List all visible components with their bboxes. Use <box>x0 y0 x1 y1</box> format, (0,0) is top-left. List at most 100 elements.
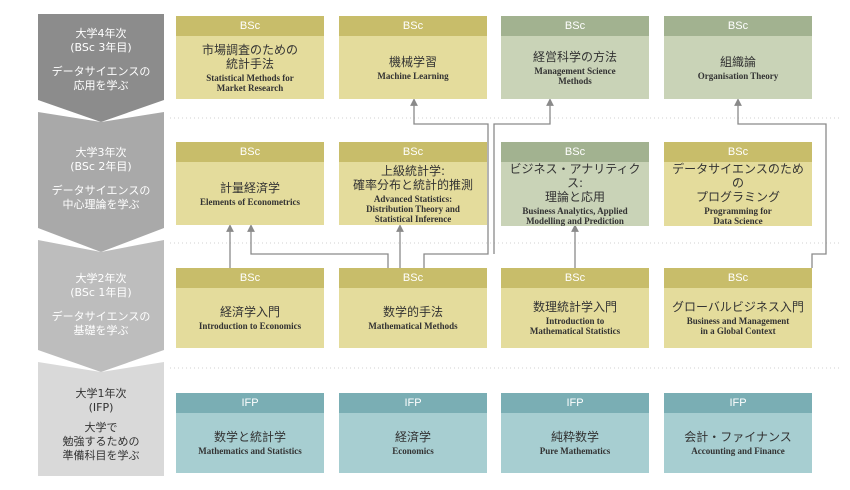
course-tag: BSc <box>339 268 487 288</box>
course-title-en-line: Data Science <box>713 216 763 226</box>
course-box-management-science: BSc 経営科学の方法 Management Science Methods <box>501 16 649 99</box>
course-box-organisation-theory: BSc 組織論 Organisation Theory <box>664 16 812 99</box>
course-tag: BSc <box>176 268 324 288</box>
course-title-en-line: Business and Management <box>686 316 790 326</box>
course-box-econometrics: BSc 計量経済学 Elements of Econometrics <box>176 142 324 225</box>
course-tag: BSc <box>501 16 649 36</box>
connector-line <box>734 98 827 268</box>
course-tag: BSc <box>664 142 812 162</box>
course-title-en-line: Management Science <box>534 65 616 76</box>
course-tag: BSc <box>339 16 487 36</box>
year-description: データサイエンスの <box>51 310 151 323</box>
course-tag: IFP <box>501 393 649 413</box>
course-title-en: Economics <box>392 446 434 456</box>
course-title-jp: 経営科学の方法 <box>532 49 617 64</box>
year1-arrow-shape <box>38 362 164 476</box>
course-tag: BSc <box>176 142 324 162</box>
year-description: 基礎を学ぶ <box>73 324 129 337</box>
course-tag: BSc <box>664 16 812 36</box>
year4-label: 大学4年次 (BSc 3年目) データサイエンスの 応用を学ぶ <box>38 14 164 106</box>
course-tag: IFP <box>664 393 812 413</box>
year-description: データサイエンスの <box>51 184 151 197</box>
course-box-economics: IFP 経済学 Economics <box>339 393 487 473</box>
year-level: 大学3年次 <box>75 146 127 159</box>
course-title-en-line: Business Analytics, Applied <box>522 206 628 216</box>
course-title-en: Business Analytics, Applied Modelling an… <box>522 206 627 226</box>
course-title-jp: 機械学習 <box>388 54 437 69</box>
course-title-jp: 会計・ファイナンス <box>684 430 792 444</box>
course-box-business-analytics: BSc ビジネス・アナリティクス: 理論と応用 Business Analyti… <box>501 142 649 226</box>
course-title-en: Management Science Methods <box>534 66 615 86</box>
course-title-jp: 組織論 <box>719 54 756 69</box>
year-program: (IFP) <box>88 401 114 414</box>
course-box-statistical-methods: BSc 市場調査のための 統計手法 Statistical Methods fo… <box>176 16 324 99</box>
course-title-jp: 数学的手法 <box>382 305 443 319</box>
course-title-en: Pure Mathematics <box>539 446 611 456</box>
course-title-en: Mathematics and Statistics <box>198 446 302 456</box>
year-description: 勉強するための <box>62 435 140 448</box>
course-box-pure-mathematics: IFP 純粋数学 Pure Mathematics <box>501 393 649 473</box>
course-box-machine-learning: BSc 機械学習 Machine Learning <box>339 16 487 99</box>
course-tag: IFP <box>339 393 487 413</box>
course-title-en-line: Methods <box>558 75 592 86</box>
course-title-en: Machine Learning <box>377 70 449 81</box>
course-tag: BSc <box>501 142 649 162</box>
course-title-jp: 経済学入門 <box>219 305 280 319</box>
course-title-en: Advanced Statistics: Distribution Theory… <box>366 194 460 224</box>
course-title-en: Business and Management in a Global Cont… <box>687 316 790 336</box>
year-description: 中心理論を学ぶ <box>62 198 140 211</box>
course-title-en: Elements of Econometrics <box>200 196 300 207</box>
course-title-en-line: Statistical Inference <box>374 213 452 224</box>
connector-line <box>493 98 554 254</box>
course-title-jp: 理論と応用 <box>544 190 605 204</box>
course-title-jp: 市場調査のための <box>201 42 298 57</box>
course-tag: BSc <box>501 268 649 288</box>
course-title-en-line: Market Research <box>216 82 284 93</box>
course-title-jp: 数学と統計学 <box>213 430 286 444</box>
connector-line <box>247 224 389 268</box>
course-title-en: Introduction to Mathematical Statistics <box>530 316 620 336</box>
year1-label: 大学1年次 (IFP) 大学で 勉強するための 準備科目を学ぶ <box>38 374 164 476</box>
course-title-en: Statistical Methods for Market Research <box>206 73 294 93</box>
year3-label: 大学3年次 (BSc 2年目) データサイエンスの 中心理論を学ぶ <box>38 124 164 234</box>
year4-arrow-shape <box>38 14 164 122</box>
course-box-global-business: BSc グローバルビジネス入門 Business and Management … <box>664 268 812 348</box>
course-title-en: Introduction to Economics <box>198 321 302 331</box>
course-box-mathematical-statistics: BSc 数理統計学入門 Introduction to Mathematical… <box>501 268 649 348</box>
course-title-jp: 純粋数学 <box>550 430 599 444</box>
course-tag: BSc <box>664 268 812 288</box>
year-program: (BSc 3年目) <box>70 41 132 54</box>
course-title-jp: 計量経済学 <box>219 180 280 195</box>
course-title-jp: 確率分布と統計的推測 <box>352 177 473 192</box>
year-level: 大学2年次 <box>75 272 127 285</box>
course-box-advanced-statistics: BSc 上級統計学: 確率分布と統計的推測 Advanced Statistic… <box>339 142 487 225</box>
course-tag: IFP <box>176 393 324 413</box>
course-title-jp: ビジネス・アナリティクス: <box>509 162 641 190</box>
connector-line <box>410 98 489 268</box>
course-tag: BSc <box>339 142 487 162</box>
course-title-jp: データサイエンスのための <box>672 162 804 190</box>
year2-label: 大学2年次 (BSc 1年目) データサイエンスの 基礎を学ぶ <box>38 252 164 358</box>
year-description: データサイエンスの <box>51 65 151 78</box>
course-title-en-line: in a Global Context <box>700 326 776 336</box>
course-box-accounting-finance: IFP 会計・ファイナンス Accounting and Finance <box>664 393 812 473</box>
course-title-jp: 経済学 <box>394 430 431 444</box>
course-title-jp: 数理統計学入門 <box>532 300 617 314</box>
year2-arrow-shape <box>38 240 164 372</box>
course-title-en-line: Advanced Statistics: <box>373 193 453 204</box>
year-description: 準備科目を学ぶ <box>62 449 140 462</box>
course-title-en: Mathematical Methods <box>368 321 458 331</box>
course-box-mathematical-methods: BSc 数学的手法 Mathematical Methods <box>339 268 487 348</box>
course-title-en: Organisation Theory <box>697 70 779 81</box>
course-tag: BSc <box>176 16 324 36</box>
course-box-intro-economics: BSc 経済学入門 Introduction to Economics <box>176 268 324 348</box>
course-title-jp: 上級統計学: <box>380 163 446 178</box>
course-title-en-line: Introduction to <box>545 316 605 326</box>
year-description: 応用を学ぶ <box>73 79 129 92</box>
course-title-en-line: Programming for <box>704 206 772 216</box>
course-title-en-line: Mathematical Statistics <box>529 326 621 336</box>
course-box-programming-data-science: BSc データサイエンスのための プログラミング Programming for… <box>664 142 812 226</box>
year3-arrow-shape <box>38 112 164 252</box>
